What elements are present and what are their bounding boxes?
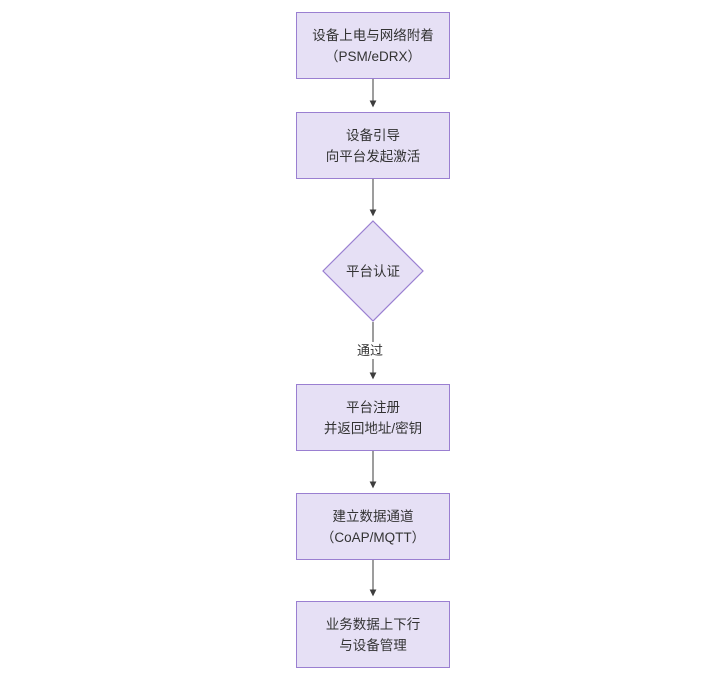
node-label-line1: 平台注册 bbox=[346, 399, 400, 415]
node-label-line2: 与设备管理 bbox=[339, 637, 407, 653]
node-device-power-on[interactable]: 设备上电与网络附着 （PSM/eDRX） bbox=[296, 12, 450, 79]
node-label-line1: 建立数据通道 bbox=[332, 508, 414, 524]
diamond-shape bbox=[322, 220, 424, 322]
edge-label-pass: 通过 bbox=[355, 342, 386, 359]
node-label-line1: 设备引导 bbox=[346, 127, 400, 143]
node-label-line2: 并返回地址/密钥 bbox=[323, 420, 423, 436]
node-platform-register[interactable]: 平台注册 并返回地址/密钥 bbox=[296, 384, 450, 451]
node-label-line1: 业务数据上下行 bbox=[325, 616, 421, 632]
node-device-bootstrap[interactable]: 设备引导 向平台发起激活 bbox=[296, 112, 450, 179]
node-label-line2: （CoAP/MQTT） bbox=[320, 529, 426, 545]
node-label-line2: （PSM/eDRX） bbox=[324, 48, 422, 64]
node-platform-auth-decision[interactable]: 平台认证 bbox=[322, 220, 424, 322]
node-label-line1: 平台认证 bbox=[346, 263, 400, 279]
node-establish-data-channel[interactable]: 建立数据通道 （CoAP/MQTT） bbox=[296, 493, 450, 560]
node-label-line1: 设备上电与网络附着 bbox=[312, 27, 434, 43]
node-label-line2: 向平台发起激活 bbox=[325, 148, 421, 164]
node-business-data-and-device-mgmt[interactable]: 业务数据上下行 与设备管理 bbox=[296, 601, 450, 668]
